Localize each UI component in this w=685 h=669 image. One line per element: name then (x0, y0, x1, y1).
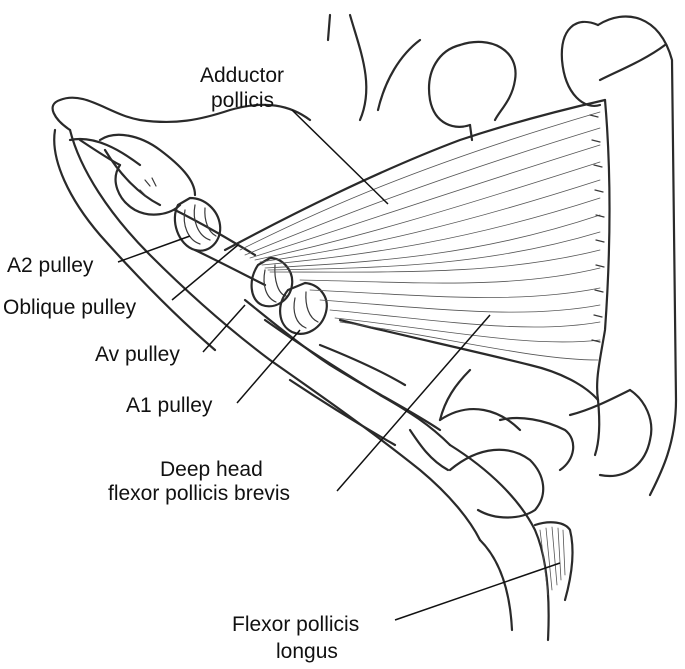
label-a2-pulley: A2 pulley (7, 254, 94, 277)
label-a1-pulley: A1 pulley (126, 394, 213, 417)
leader-lines (117, 109, 561, 621)
label-fpl-line1: Flexor pollicis (232, 613, 359, 636)
background-bones (326, 13, 678, 519)
leader-av (202, 304, 246, 353)
adductor-pollicis-muscle (223, 98, 611, 402)
label-av-pulley: Av pulley (95, 343, 180, 366)
label-oblique-pulley: Oblique pulley (3, 296, 137, 319)
pulleys (173, 196, 328, 335)
leader-adductor (291, 109, 389, 205)
leader-fpl (394, 562, 561, 621)
leader-a1 (236, 329, 301, 404)
labels: Adductor pollicis A2 pulley Oblique pull… (3, 64, 359, 663)
leader-a2 (117, 235, 191, 263)
label-fpl-line2: longus (276, 640, 338, 663)
label-adductor-line2: pollicis (211, 89, 274, 112)
thumb-outline (51, 96, 482, 542)
leader-oblique (171, 244, 239, 301)
tendon-sheath (173, 208, 452, 447)
label-adductor-line1: Adductor (200, 64, 284, 87)
label-deep-head-line1: Deep head (160, 458, 263, 481)
label-deep-head-line2: flexor pollicis brevis (108, 482, 290, 505)
fpl-tendon (448, 443, 574, 642)
leader-deep-head (336, 314, 491, 492)
